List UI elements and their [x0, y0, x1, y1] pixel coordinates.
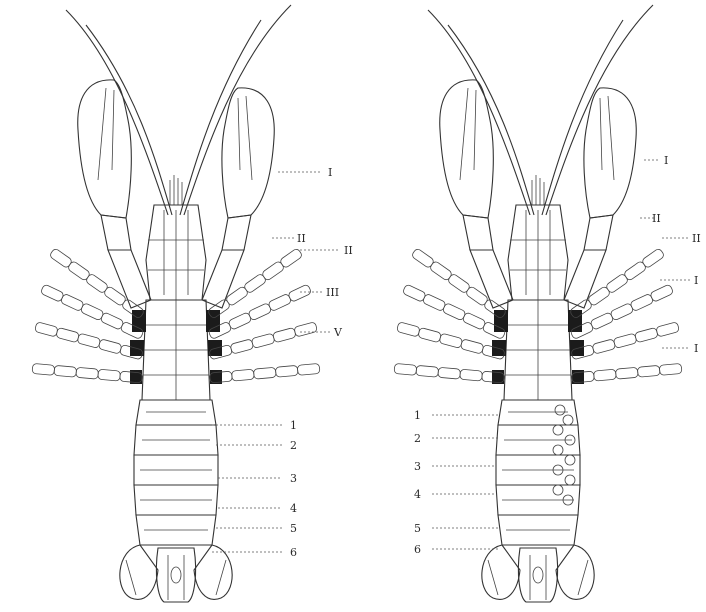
left-label-leg-5: V — [333, 326, 343, 339]
left-label-seg-2: 2 — [290, 439, 297, 452]
right-label-seg-6: 6 — [414, 543, 421, 556]
left-crayfish — [32, 5, 320, 602]
left-label-seg-3: 3 — [290, 472, 297, 485]
left-label-seg-1: 1 — [290, 419, 297, 432]
left-label-seg-4: 4 — [290, 502, 297, 515]
right-label-seg-3: 3 — [414, 460, 421, 473]
left-label-leg-2: II — [297, 232, 306, 245]
right-label-claw: I — [664, 154, 668, 167]
left-label-claw: I — [328, 166, 332, 179]
right-label-seg-4: 4 — [414, 488, 421, 501]
left-leader-lines — [212, 172, 340, 552]
right-label-seg-2: 2 — [414, 432, 421, 445]
left-label-seg-5: 5 — [290, 522, 297, 535]
left-labels: I II II III V 1 2 3 4 5 6 — [290, 166, 353, 559]
left-label-seg-6: 6 — [290, 546, 297, 559]
left-label-leg-4: III — [326, 286, 339, 299]
right-label-leg-2: II — [652, 212, 661, 225]
right-crayfish — [394, 5, 682, 602]
right-label-leg-4: I — [694, 274, 698, 287]
left-label-leg-3: II — [344, 244, 353, 257]
right-label-leg-3: II — [692, 232, 701, 245]
right-labels: I II II I I 1 2 3 4 5 6 — [414, 154, 701, 556]
right-label-leg-5: I — [694, 342, 698, 355]
right-label-seg-5: 5 — [414, 522, 421, 535]
right-label-seg-1: 1 — [414, 409, 421, 422]
